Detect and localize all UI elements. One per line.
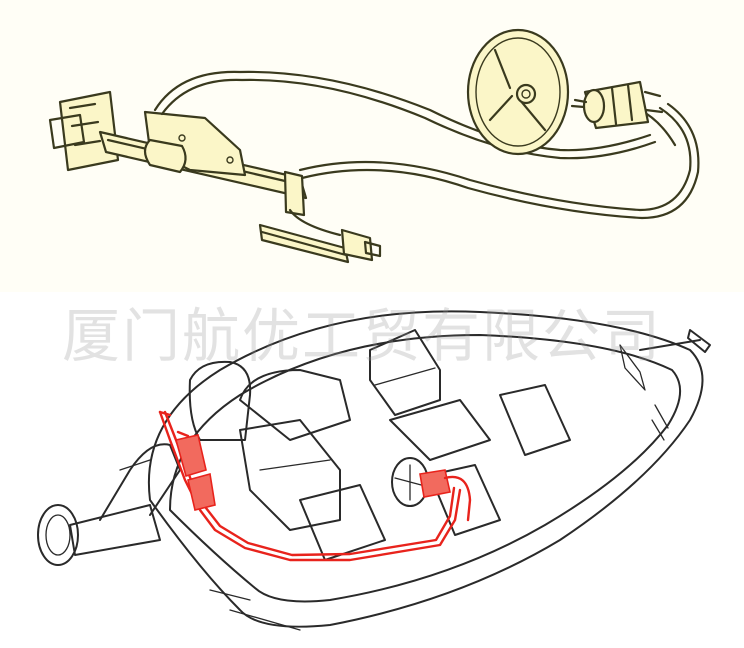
hydraulic-cylinder <box>48 90 382 264</box>
hydraulic-line-route <box>158 410 472 562</box>
boat-hull <box>147 310 711 631</box>
boat-seats <box>188 329 571 561</box>
outboard-motor <box>37 443 181 566</box>
boat-installation-illustration <box>0 292 744 648</box>
hydraulic-hoses <box>153 70 700 220</box>
steering-wheel <box>466 28 570 156</box>
hydraulic-steering-kit-drawing <box>48 28 700 264</box>
steering-kit-illustration <box>0 0 744 292</box>
helm-pump <box>570 80 664 130</box>
boat-installation-drawing <box>37 310 711 631</box>
